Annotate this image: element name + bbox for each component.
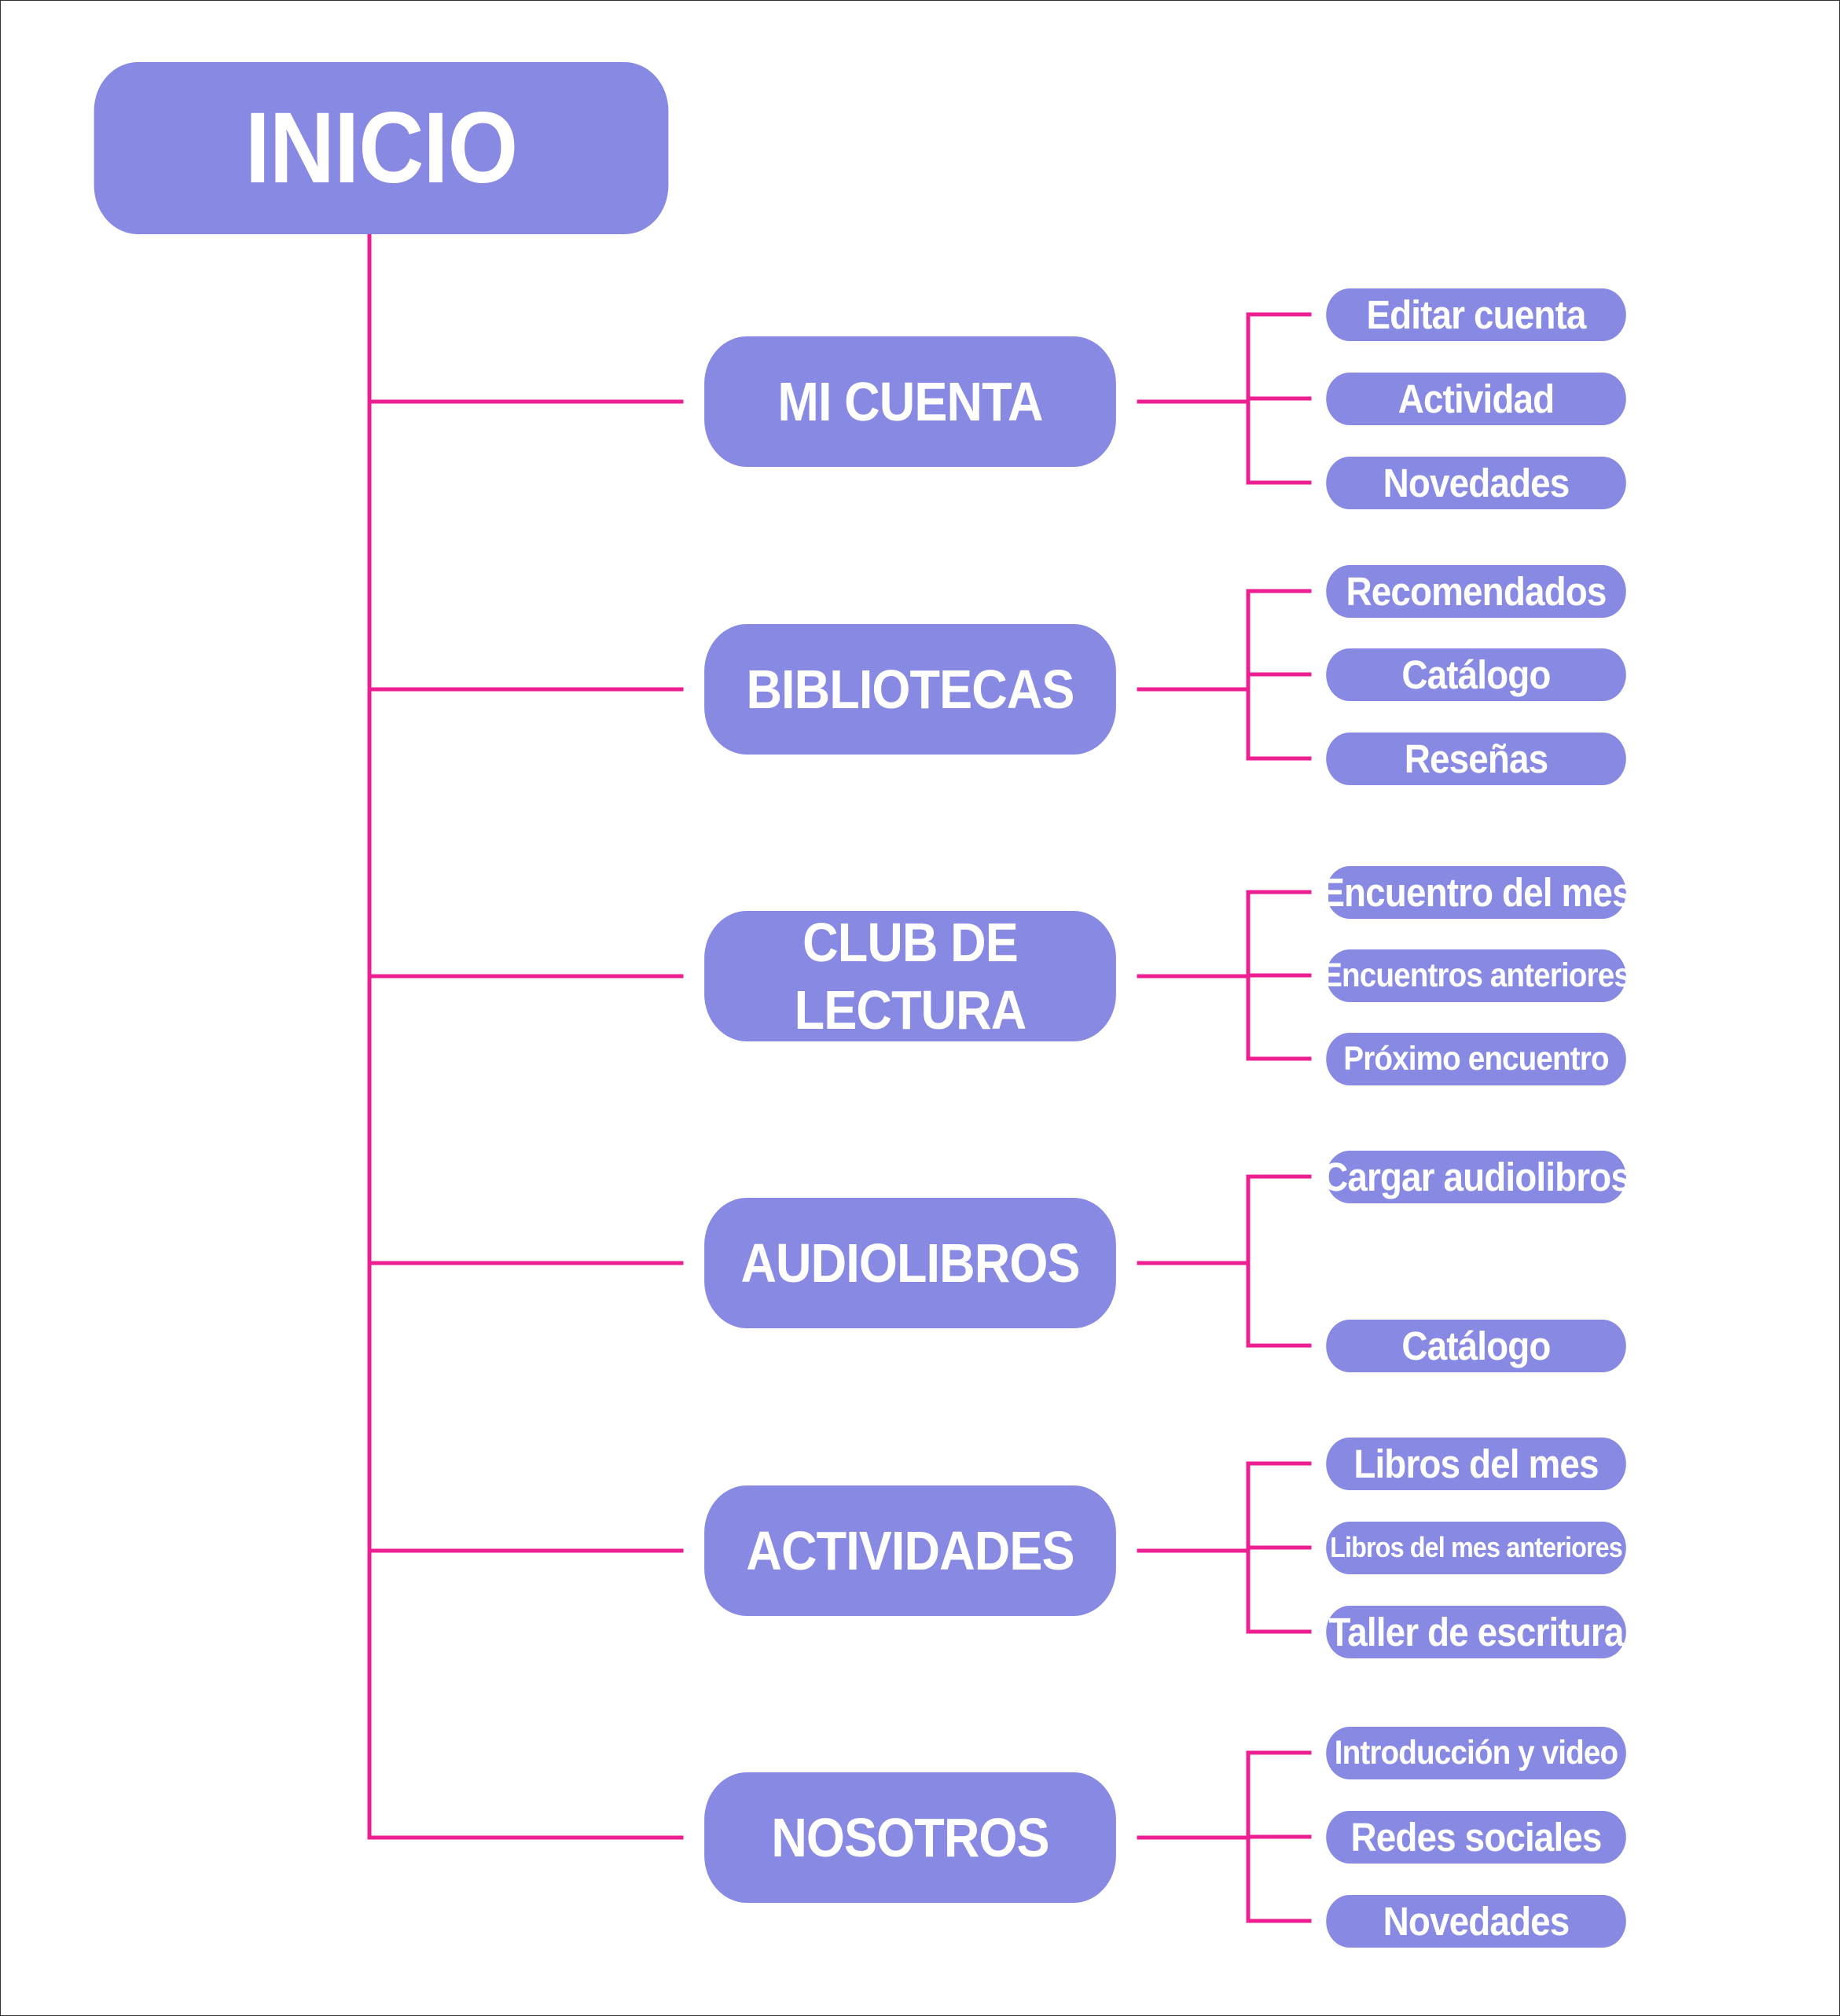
section-node-actividades[interactable]: ACTIVIDADES — [704, 1485, 1116, 1616]
leaf-node-novedades[interactable]: Novedades — [1326, 456, 1626, 509]
leaf-node-resenas[interactable]: Reseñas — [1326, 732, 1626, 785]
section-node-mi-cuenta[interactable]: MI CUENTA — [704, 336, 1116, 467]
leaf-node-libros-del-mes-anteriores[interactable]: Libros del mes anteriores — [1326, 1521, 1626, 1574]
leaf-node-taller-de-escritura[interactable]: Taller de escritura — [1326, 1605, 1626, 1658]
leaf-node-proximo-encuentro[interactable]: Próximo encuentro — [1326, 1032, 1626, 1085]
leaf-node-novedades[interactable]: Novedades — [1326, 1894, 1626, 1948]
section-node-nosotros[interactable]: NOSOTROS — [704, 1772, 1116, 1903]
leaf-node-cargar-audiolibros[interactable]: Cargar audiolibros — [1322, 1150, 1631, 1203]
leaf-node-encuentros-anteriores[interactable]: Encuentros anteriores — [1322, 949, 1631, 1002]
section-node-audiolibros[interactable]: AUDIOLIBROS — [704, 1198, 1116, 1328]
leaf-node-catalogo[interactable]: Catálogo — [1326, 1319, 1626, 1372]
leaf-node-redes-sociales[interactable]: Redes sociales — [1326, 1810, 1626, 1864]
leaf-node-editar-cuenta[interactable]: Editar cuenta — [1326, 288, 1626, 341]
leaf-node-introduccion-y-video[interactable]: Introducción y video — [1326, 1726, 1626, 1779]
root-node-inicio[interactable]: INICIO — [94, 62, 669, 234]
section-node-club-de-lectura[interactable]: CLUB DE LECTURA — [704, 911, 1116, 1041]
leaf-node-recomendados[interactable]: Recomendados — [1326, 564, 1626, 618]
leaf-node-catalogo[interactable]: Catálogo — [1326, 648, 1626, 701]
leaf-node-encuentro-del-mes[interactable]: Encuentro del mes — [1320, 865, 1632, 919]
section-node-bibliotecas[interactable]: BIBLIOTECAS — [704, 624, 1116, 755]
leaf-node-libros-del-mes[interactable]: Libros del mes — [1326, 1437, 1626, 1490]
leaf-node-actividad[interactable]: Actividad — [1326, 372, 1626, 425]
